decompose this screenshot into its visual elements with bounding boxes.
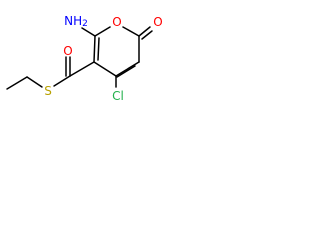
ring-oxygen-label: O	[112, 15, 121, 29]
bond-c3-c2	[93, 35, 96, 63]
bond-c3-c2-inner	[97, 37, 100, 61]
thioester-oxygen-label: O	[63, 44, 72, 58]
sulfur-label: S	[44, 84, 52, 98]
bond-c5-c4-inner	[116, 65, 136, 78]
bond-c2-n	[81, 27, 96, 37]
bond-s-ch2	[26, 76, 43, 88]
bond-c2-o1	[94, 26, 111, 37]
bond-ccarbonyl-s	[53, 75, 71, 87]
carbonyl-oxygen-label: O	[153, 15, 162, 29]
amino-label: NH2	[64, 14, 88, 29]
amino-subscript: 2	[82, 19, 88, 29]
bonds	[6, 26, 153, 90]
atom-labels: NH2 O O O S Cl	[44, 14, 163, 103]
bond-c3-ccarbonyl	[69, 61, 95, 77]
structure-diagram: NH2 O O O S Cl	[6, 14, 163, 103]
amino-symbol: NH	[64, 14, 82, 28]
bond-c4-c3	[93, 61, 117, 77]
bond-c6-o-carbonyl-second	[141, 30, 153, 40]
bond-o1-c6	[122, 26, 140, 37]
bond-ch2-ch3	[6, 76, 28, 90]
chlorine-label: Cl	[112, 89, 124, 103]
bond-c5-c4	[115, 61, 140, 77]
bond-c6-o-carbonyl	[138, 26, 151, 37]
